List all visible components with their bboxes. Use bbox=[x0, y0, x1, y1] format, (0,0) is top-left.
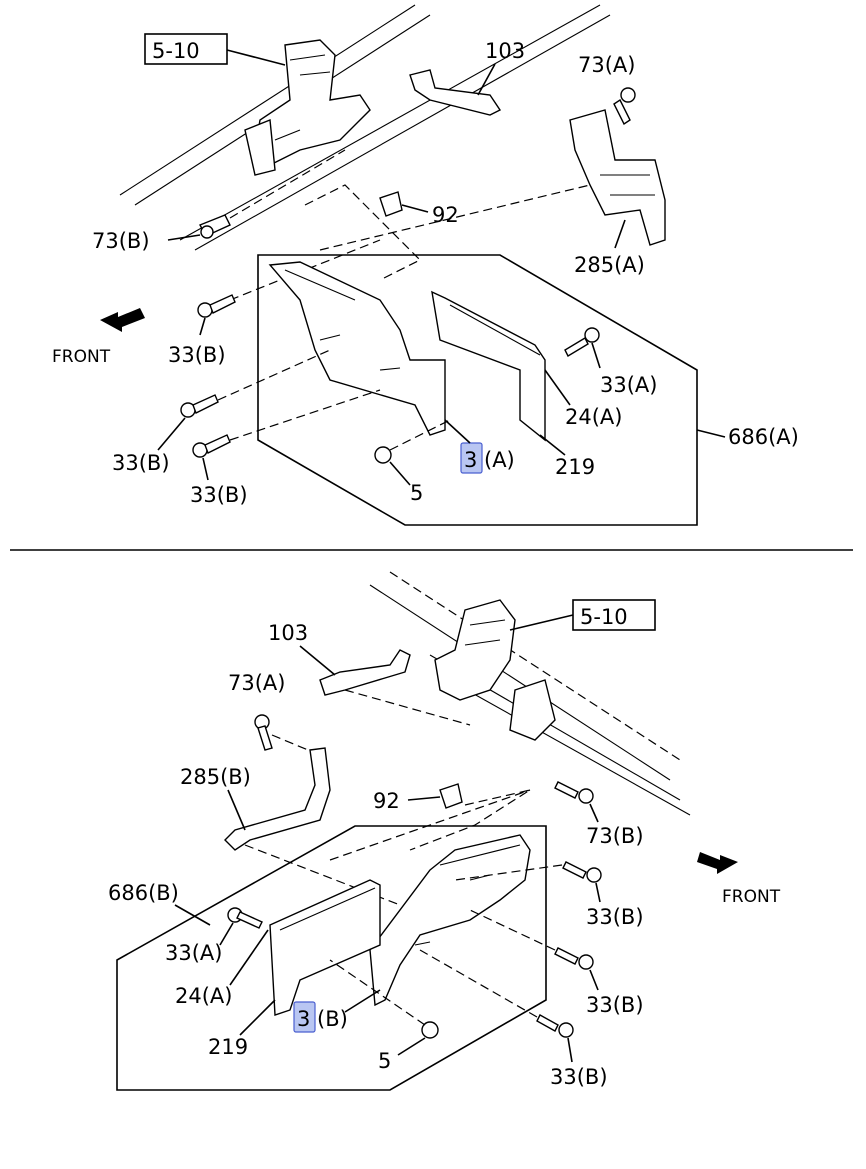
label-33a-top[interactable]: 33(A) bbox=[600, 373, 657, 397]
highlight-3a[interactable] bbox=[460, 442, 483, 474]
label-73a-bottom[interactable]: 73(A) bbox=[228, 671, 285, 695]
bolt-33a-top bbox=[564, 327, 600, 357]
label-5-bottom[interactable]: 5 bbox=[378, 1049, 391, 1073]
front-label-bottom: FRONT bbox=[722, 887, 781, 907]
bracket-5-10-top bbox=[244, 39, 371, 176]
kit-686a-box bbox=[257, 254, 698, 526]
label-33b-bottom-2[interactable]: 33(B) bbox=[586, 993, 644, 1017]
front-arrow-bottom bbox=[697, 852, 738, 874]
label-24a-bottom[interactable]: 24(A) bbox=[175, 984, 232, 1008]
bolt-33b-bottom-2 bbox=[554, 947, 594, 970]
label-73b-top[interactable]: 73(B) bbox=[92, 229, 150, 253]
part-285b bbox=[224, 747, 331, 851]
label-285a[interactable]: 285(A) bbox=[574, 253, 645, 277]
ref-box-top[interactable] bbox=[144, 33, 228, 65]
clip-92-bottom bbox=[439, 783, 463, 809]
label-686b[interactable]: 686(B) bbox=[108, 881, 179, 905]
label-33b-bottom-3[interactable]: 33(B) bbox=[550, 1065, 608, 1089]
bolt-33b-top-2 bbox=[180, 394, 219, 418]
label-686a[interactable]: 686(A) bbox=[728, 425, 799, 449]
label-103-bottom[interactable]: 103 bbox=[268, 621, 308, 645]
label-3b-num[interactable]: 3 bbox=[297, 1007, 310, 1031]
part-103-top bbox=[409, 69, 502, 116]
part-285a bbox=[569, 87, 666, 246]
bolt-33a-bottom bbox=[227, 907, 263, 929]
splash-guard-top bbox=[268, 261, 546, 442]
label-33b-top-2[interactable]: 33(B) bbox=[112, 451, 170, 475]
label-73b-bottom[interactable]: 73(B) bbox=[586, 824, 644, 848]
bolt-33b-top-3 bbox=[192, 434, 231, 458]
ref-box-bottom-label: 5-10 bbox=[580, 605, 628, 629]
highlight-3b[interactable] bbox=[293, 1001, 316, 1033]
label-73a-top[interactable]: 73(A) bbox=[578, 53, 635, 77]
label-33b-bottom-1[interactable]: 33(B) bbox=[586, 905, 644, 929]
bolt-73a-bottom bbox=[254, 714, 273, 751]
splash-guard-bottom bbox=[269, 834, 531, 1016]
bolt-33b-bottom-1 bbox=[562, 861, 602, 883]
ref-box-top-label: 5-10 bbox=[152, 39, 200, 63]
nut-5-bottom bbox=[421, 1021, 439, 1039]
bolt-33b-top-1 bbox=[197, 294, 236, 318]
label-219-bottom[interactable]: 219 bbox=[208, 1035, 248, 1059]
label-103-top[interactable]: 103 bbox=[485, 39, 525, 63]
label-24a-top[interactable]: 24(A) bbox=[565, 405, 622, 429]
bolt-73b-top bbox=[199, 214, 231, 239]
label-33b-top-1[interactable]: 33(B) bbox=[168, 343, 226, 367]
bolt-33b-bottom-3 bbox=[536, 1014, 574, 1038]
label-3b-suffix: (B) bbox=[317, 1007, 348, 1031]
nut-5-top bbox=[374, 446, 392, 464]
label-219-top[interactable]: 219 bbox=[555, 455, 595, 479]
bracket-5-10-bottom bbox=[434, 599, 556, 741]
label-92-top[interactable]: 92 bbox=[432, 203, 459, 227]
top-assembly: 5-10 103 73(A) 285(A) 73(B) 92 bbox=[52, 4, 799, 526]
front-label-top: FRONT bbox=[52, 347, 111, 367]
label-92-bottom[interactable]: 92 bbox=[373, 789, 400, 813]
label-33b-top-3[interactable]: 33(B) bbox=[190, 483, 248, 507]
bottom-assembly: 5-10 103 73(A) 285(B) 92 bbox=[108, 571, 781, 1091]
label-33a-bottom[interactable]: 33(A) bbox=[165, 941, 222, 965]
bolt-73b-bottom bbox=[554, 781, 594, 804]
label-285b[interactable]: 285(B) bbox=[180, 765, 251, 789]
label-5-top[interactable]: 5 bbox=[410, 481, 423, 505]
front-arrow-top bbox=[100, 308, 145, 332]
label-3a-suffix: (A) bbox=[484, 448, 515, 472]
clip-92-top bbox=[379, 191, 403, 217]
label-3a-num[interactable]: 3 bbox=[464, 448, 477, 472]
kit-686b-box bbox=[116, 825, 547, 1091]
part-103-bottom bbox=[319, 649, 411, 696]
